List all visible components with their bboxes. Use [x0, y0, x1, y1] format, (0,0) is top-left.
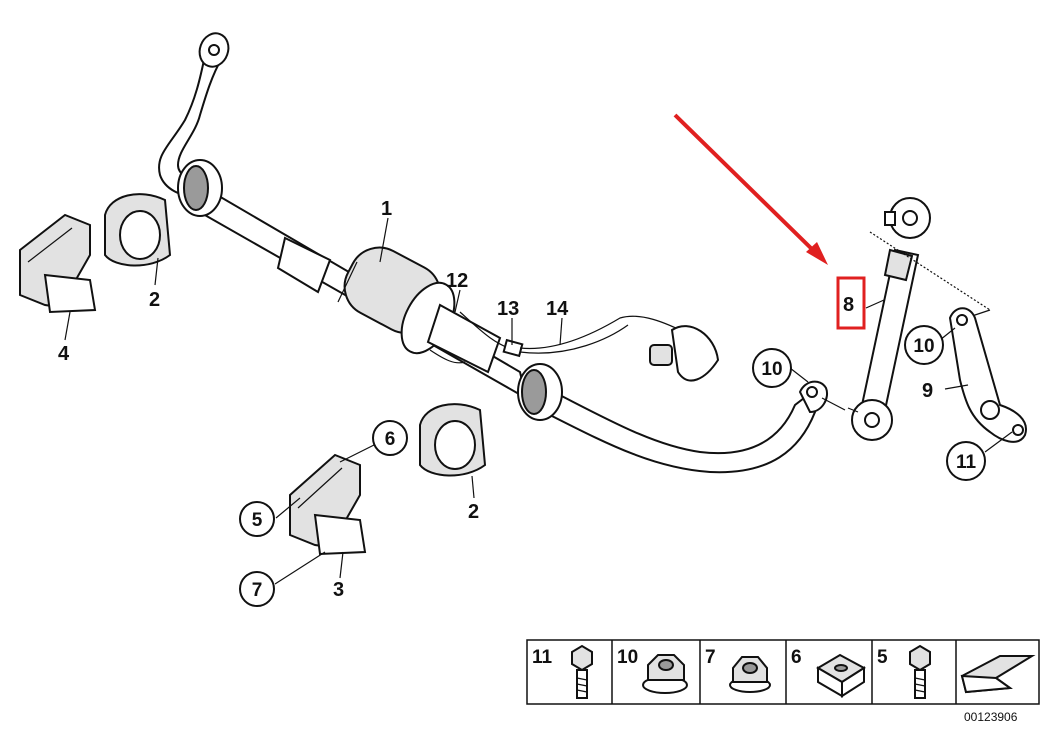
label-part-2-lower: 2: [468, 501, 479, 523]
bar-bushing-right: [517, 363, 563, 421]
callout-part-7: 7: [239, 571, 275, 607]
label-part-3: 3: [333, 579, 344, 601]
highlight-box-part-8: [836, 276, 866, 330]
label-part-9: 9: [922, 380, 933, 402]
table-cell-label-6: 6: [791, 647, 802, 668]
callout-part-5: 5: [239, 501, 275, 537]
label-part-2-upper: 2: [149, 289, 160, 311]
bolt-icon: [909, 644, 931, 699]
table-cell-label-7: 7: [705, 647, 716, 668]
label-part-12: 12: [446, 270, 468, 292]
table-cell-label-11: 11: [532, 647, 553, 668]
label-part-13: 13: [497, 298, 519, 320]
diagram-code: 00123906: [964, 710, 1018, 724]
svg-text:11: 11: [956, 452, 977, 473]
stabilizer-bar: [158, 32, 828, 474]
label-part-1: 1: [381, 198, 392, 220]
label-part-4: 4: [58, 343, 70, 365]
svg-text:5: 5: [252, 510, 263, 531]
actuator-part-1: [276, 236, 502, 374]
svg-text:10: 10: [761, 359, 782, 380]
table-cell-label-5: 5: [877, 647, 888, 668]
red-annotation-arrow: [673, 113, 828, 265]
bar-bushing-left: [177, 159, 223, 217]
svg-text:10: 10: [913, 336, 934, 357]
callout-part-10-left: 10: [752, 348, 792, 388]
bushing-part-2-upper: [104, 193, 172, 267]
bracket-part-3: [289, 453, 367, 556]
link-part-8: [847, 197, 931, 441]
callout-part-11: 11: [946, 441, 986, 481]
callout-part-10-right: 10: [904, 325, 944, 365]
bushing-part-2-lower: [419, 403, 487, 477]
svg-text:7: 7: [252, 580, 263, 601]
callout-part-6: 6: [372, 420, 408, 456]
bolt-icon: [571, 644, 593, 699]
table-cell-label-10: 10: [617, 647, 638, 668]
hardware-table: 11 10 7 6 5: [526, 639, 1040, 705]
direction-arrow-icon: [960, 655, 1036, 694]
sensor-wiring: [429, 311, 720, 382]
svg-text:6: 6: [385, 429, 396, 450]
bracket-part-9: [948, 307, 1027, 443]
flange-nut-icon: [642, 654, 688, 694]
hex-nut-icon: [729, 656, 771, 693]
label-part-8: 8: [843, 294, 854, 316]
bracket-part-4: [19, 213, 97, 314]
label-part-14: 14: [546, 298, 569, 320]
square-nut-icon: [816, 653, 866, 698]
